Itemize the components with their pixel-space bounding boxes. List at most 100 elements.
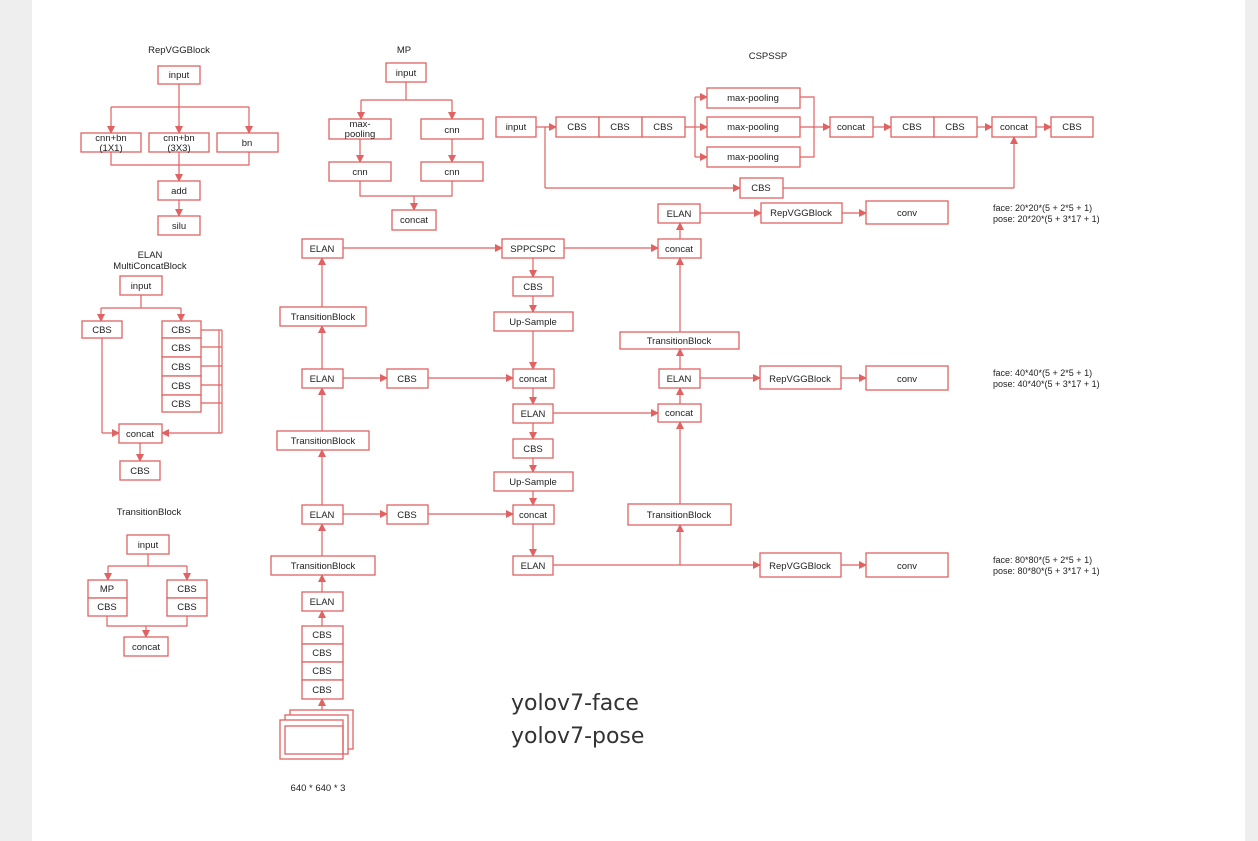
head-conv-20-label: conv: [897, 208, 917, 219]
add-node: add: [157, 180, 201, 201]
mp-input-node: input: [385, 62, 427, 83]
bb-transition-2-node: TransitionBlock: [276, 430, 370, 451]
csp-maxpool-1-node: max-pooling: [706, 87, 801, 109]
head-repvgg-80-label: RepVGGBlock: [769, 561, 831, 572]
bb-cbs-1-node: CBS: [301, 625, 344, 645]
neck-cbs-2-node: CBS: [512, 438, 554, 459]
csp-maxpool-2-label: max-pooling: [727, 122, 779, 133]
mp-cnn-left-node: cnn: [328, 161, 392, 182]
csp-input-label: input: [506, 122, 527, 133]
pan-transition-2-label: TransitionBlock: [647, 336, 712, 347]
bb-elan-4-node: ELAN: [301, 238, 344, 259]
bb-elan-2-node: ELAN: [301, 504, 344, 525]
mp-cnn-top-label: cnn: [444, 125, 459, 136]
tb-input-node: input: [126, 534, 170, 555]
bb-transition-2-label: TransitionBlock: [291, 436, 356, 447]
elan-input-label: input: [131, 281, 152, 292]
head-repvgg-80-node: RepVGGBlock: [759, 552, 842, 578]
bb-transition-3-node: TransitionBlock: [279, 306, 367, 327]
neck-concat-1-node: concat: [512, 368, 555, 389]
tb-merge-edges: [106, 616, 188, 627]
csp-cbs-5-label: CBS: [945, 122, 965, 133]
bb-cbs-3-node: CBS: [301, 661, 344, 681]
bn-node: bn: [216, 132, 279, 153]
input-image-stack: [279, 709, 354, 760]
head-conv-20-node: conv: [865, 200, 949, 225]
tb-input-label: input: [138, 540, 159, 551]
elan-cbs-stack-1: CBS: [161, 320, 202, 339]
csp-concat-1-label: concat: [837, 122, 865, 133]
elan-stack-side-lines: [201, 329, 223, 433]
mp-cnn-right-label: cnn: [444, 167, 459, 178]
neck-elan-1-label: ELAN: [521, 409, 546, 420]
cnn-bn-3x3-sub: (3X3): [167, 143, 190, 154]
head-conv-40-label: conv: [897, 374, 917, 385]
elan-cbs-stack-2: CBS: [161, 337, 202, 358]
head-repvgg-20-node: RepVGGBlock: [760, 202, 843, 224]
head-conv-80-label: conv: [897, 561, 917, 572]
upsample-1-label: Up-Sample: [509, 317, 557, 328]
pan-concat-2-node: concat: [657, 238, 702, 259]
pan-concat-1-node: concat: [657, 403, 702, 423]
bb-cbs-1-label: CBS: [312, 630, 332, 641]
bb-cbs-2-label: CBS: [312, 648, 332, 659]
tb-split-edges: [108, 554, 187, 567]
upsample-2-node: Up-Sample: [493, 471, 574, 492]
head-40-face-note: face: 40*40*(5 + 2*5 + 1): [993, 368, 1092, 378]
csp-cbs-5-node: CBS: [933, 116, 978, 138]
elan-cbs-stack-3: CBS: [161, 356, 202, 377]
elan-cbs-out-node: CBS: [119, 460, 161, 481]
sppcspc-label: SPPCSPC: [510, 244, 556, 255]
head-conv-80-node: conv: [865, 552, 949, 578]
csp-cbs-4-label: CBS: [902, 122, 922, 133]
csp-cbs-1-node: CBS: [555, 116, 600, 138]
silu-node: silu: [157, 215, 201, 236]
lat-cbs-2-node: CBS: [386, 504, 429, 525]
elan-cbs-stack-4: CBS: [161, 375, 202, 396]
pan-concat-2-label: concat: [665, 244, 693, 255]
bb-cbs-4-node: CBS: [301, 679, 344, 700]
repvgg-input-label: input: [169, 70, 190, 81]
pan-elan-1-node: ELAN: [658, 368, 701, 389]
csp-concat-2-label: concat: [1000, 122, 1028, 133]
csp-cbs-2-label: CBS: [610, 122, 630, 133]
neck-concat-2-node: concat: [512, 504, 555, 525]
transition-title: TransitionBlock: [117, 507, 182, 518]
elan-cbs-stack-1-label: CBS: [171, 325, 191, 336]
bb-elan-1-node: ELAN: [301, 591, 344, 612]
bb-cbs-4-label: CBS: [312, 685, 332, 696]
architecture-diagram: RepVGGBlock input cnn+bn (1X1) cnn+bn (3…: [80, 45, 1100, 794]
csp-maxpool-3-node: max-pooling: [706, 146, 801, 168]
sppcspc-node: SPPCSPC: [501, 238, 565, 259]
csp-input-node: input: [495, 116, 537, 138]
tb-cbs-right-2-label: CBS: [177, 602, 197, 613]
pan-elan-2-label: ELAN: [667, 209, 692, 220]
silu-label: silu: [172, 221, 186, 232]
pan-transition-1-node: TransitionBlock: [627, 503, 732, 526]
neck-concat-1-label: concat: [519, 374, 547, 385]
mp-title: MP: [397, 45, 411, 56]
bb-elan-4-label: ELAN: [310, 244, 335, 255]
csp-maxpool-1-label: max-pooling: [727, 93, 779, 104]
csp-cbs-bypass-node: CBS: [739, 177, 784, 199]
bb-transition-1-node: TransitionBlock: [270, 555, 376, 576]
tb-mp-node: MP: [87, 579, 128, 599]
neck-cbs-2-label: CBS: [523, 444, 543, 455]
lat-cbs-2-label: CBS: [397, 510, 417, 521]
head-repvgg-40-label: RepVGGBlock: [769, 374, 831, 385]
head-80-pose-note: pose: 80*80*(5 + 3*17 + 1): [993, 566, 1100, 576]
head-20-face-note: face: 20*20*(5 + 2*5 + 1): [993, 203, 1092, 213]
cnn-bn-1x1-sub: (1X1): [99, 143, 122, 154]
elan-cbs-stack-3-label: CBS: [171, 362, 191, 373]
csp-concat-1-node: concat: [829, 116, 874, 138]
csp-cbs-2-node: CBS: [598, 116, 643, 138]
repvgg-input-node: input: [157, 65, 201, 85]
bb-elan-2-label: ELAN: [310, 510, 335, 521]
elan-input-node: input: [119, 275, 163, 296]
pan-transition-1-label: TransitionBlock: [647, 510, 712, 521]
tb-cbs-left-node: CBS: [87, 597, 128, 617]
multiconcat-title: MultiConcatBlock: [113, 261, 187, 272]
head-80-face-note: face: 80*80*(5 + 2*5 + 1): [993, 555, 1092, 565]
tb-concat-label: concat: [132, 642, 160, 653]
mp-concat-node: concat: [391, 209, 437, 231]
